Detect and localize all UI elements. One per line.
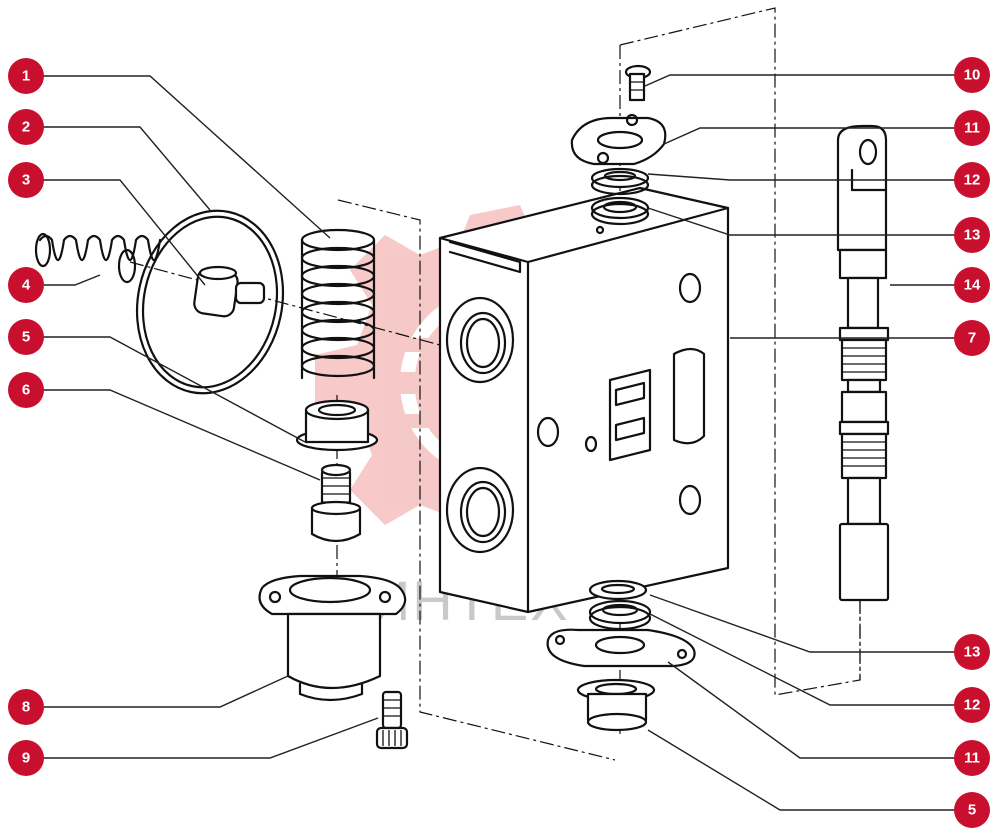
svg-text:10: 10 xyxy=(964,67,981,84)
svg-text:13: 13 xyxy=(964,644,981,661)
large-spring-part xyxy=(300,228,376,380)
callout-1: 1 xyxy=(8,58,44,94)
callout-14: 14 xyxy=(954,267,990,303)
svg-text:11: 11 xyxy=(964,120,980,137)
callout-7: 7 xyxy=(954,320,990,356)
top-screw-part xyxy=(624,64,652,102)
callout-12-bottom: 12 xyxy=(954,687,990,723)
svg-text:12: 12 xyxy=(964,697,981,714)
check-valve-part xyxy=(310,463,362,543)
callout-13-bottom: 13 xyxy=(954,634,990,670)
spring-seat-part-right xyxy=(576,678,656,732)
svg-text:4: 4 xyxy=(22,277,31,294)
o-ring-part xyxy=(135,209,285,395)
valve-body-part xyxy=(438,186,730,614)
callout-11-top: 11 xyxy=(954,110,990,146)
leader-lines xyxy=(40,74,955,811)
spool-part xyxy=(836,124,890,602)
small-screw-part xyxy=(375,690,409,750)
bottom-flange-part xyxy=(546,628,696,668)
svg-text:6: 6 xyxy=(22,382,30,399)
svg-text:14: 14 xyxy=(964,277,981,294)
callout-5-bottom: 5 xyxy=(954,792,990,828)
callout-13-top: 13 xyxy=(954,217,990,253)
top-washer-part xyxy=(590,167,650,196)
callout-3: 3 xyxy=(8,162,44,198)
callout-5: 5 xyxy=(8,319,44,355)
svg-text:8: 8 xyxy=(22,699,30,716)
top-flange-part xyxy=(570,113,667,166)
svg-text:9: 9 xyxy=(22,750,30,767)
plunger-pin-part xyxy=(193,265,266,318)
top-seal-ring-part xyxy=(590,196,650,226)
svg-text:2: 2 xyxy=(22,119,30,136)
svg-text:5: 5 xyxy=(22,329,30,346)
svg-text:12: 12 xyxy=(964,172,981,189)
flange-housing-part xyxy=(258,574,407,702)
callout-2: 2 xyxy=(8,109,44,145)
callout-4: 4 xyxy=(8,267,44,303)
callout-10: 10 xyxy=(954,57,990,93)
bottom-washer-part xyxy=(588,599,652,631)
svg-text:11: 11 xyxy=(964,750,980,767)
callout-11-bottom: 11 xyxy=(954,740,990,776)
small-spring-part xyxy=(34,232,162,284)
bottom-seal-ring-part xyxy=(588,579,648,601)
callout-12-top: 12 xyxy=(954,162,990,198)
callout-8: 8 xyxy=(8,689,44,725)
callout-9: 9 xyxy=(8,740,44,776)
svg-text:13: 13 xyxy=(964,227,981,244)
svg-text:3: 3 xyxy=(22,172,30,189)
svg-text:7: 7 xyxy=(968,330,976,347)
callout-6: 6 xyxy=(8,372,44,408)
svg-text:1: 1 xyxy=(22,68,30,85)
spring-seat-part-left xyxy=(295,399,379,452)
svg-text:5: 5 xyxy=(968,802,976,819)
